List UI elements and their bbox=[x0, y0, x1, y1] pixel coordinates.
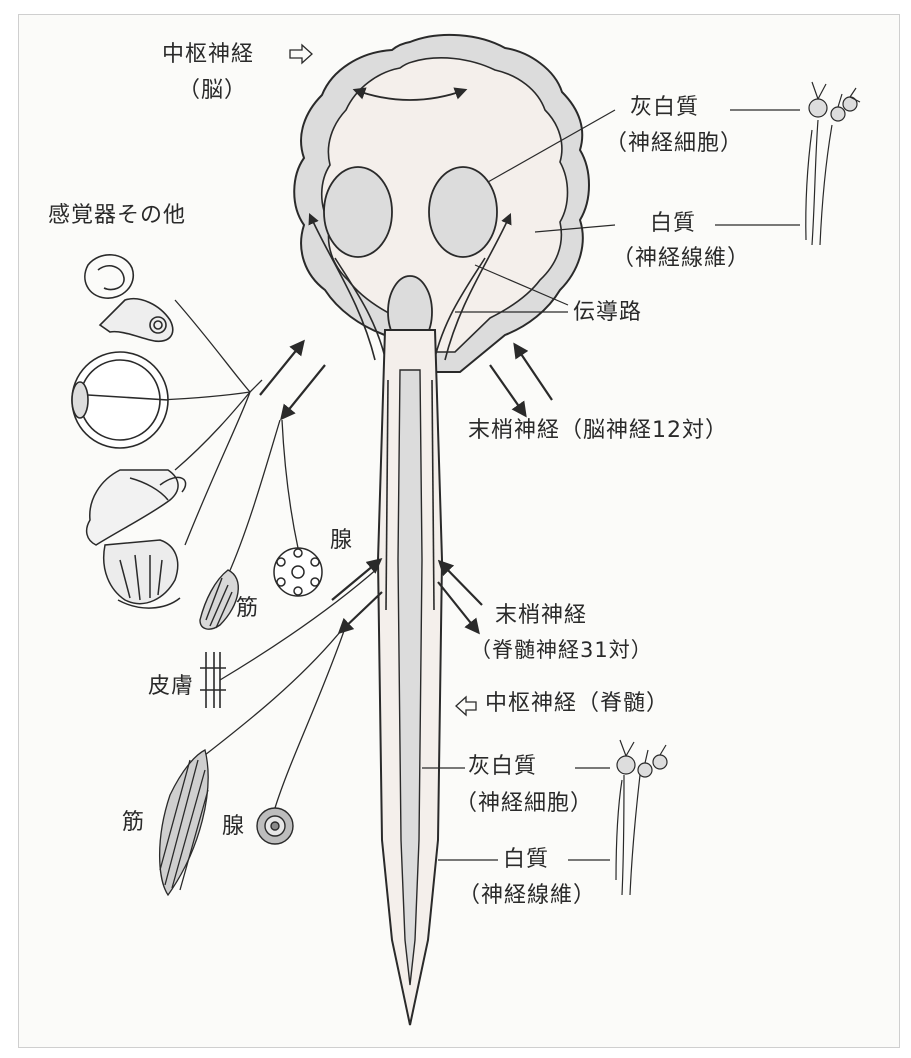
spinal-arrow-out-right bbox=[438, 582, 478, 632]
label-gray-matter-bottom: 灰白質 bbox=[468, 756, 537, 778]
ear-organ bbox=[85, 255, 173, 342]
label-cns-brain: 中枢神経 bbox=[162, 44, 254, 66]
label-white-matter-top: 白質 bbox=[650, 213, 696, 235]
brain-pointer-icon bbox=[290, 45, 312, 63]
spinal-pointer-icon bbox=[456, 697, 476, 715]
spinal-arrow-in-right bbox=[440, 562, 482, 605]
label-muscle-lower: 筋 bbox=[122, 812, 145, 834]
nose-mouth-organ bbox=[87, 470, 186, 608]
label-white-matter-bottom: 白質 bbox=[503, 849, 549, 871]
label-sense-organs: 感覚器その他 bbox=[48, 205, 186, 227]
upper-gland-shape bbox=[274, 548, 322, 596]
spinal-arrow-out-left bbox=[340, 592, 382, 632]
skin-shape bbox=[200, 652, 226, 708]
eye-organ bbox=[72, 352, 168, 448]
sense-nerve-lines bbox=[160, 300, 262, 545]
cranial-arrow-in bbox=[515, 345, 552, 400]
motor-arrow-out bbox=[282, 365, 325, 418]
upper-muscle-shape bbox=[200, 570, 238, 629]
label-pathway: 伝導路 bbox=[573, 302, 642, 324]
label-cns-spinal: 中枢神経（脊髄） bbox=[485, 693, 669, 715]
right-nucleus bbox=[429, 167, 497, 257]
spinal-arrow-in-left bbox=[332, 560, 380, 600]
label-gland-lower: 腺 bbox=[222, 816, 245, 838]
label-pns-spinal: 末梢神経 bbox=[495, 605, 587, 627]
lower-muscle-shape bbox=[160, 750, 208, 895]
left-nucleus bbox=[324, 167, 392, 257]
label-white-matter-bottom-sub: （神経線維） bbox=[458, 885, 596, 907]
label-pns-spinal-sub: （脊髄神経31対） bbox=[470, 640, 653, 661]
label-pns-cranial: 末梢神経（脳神経12対） bbox=[468, 420, 728, 442]
sensory-arrow-in bbox=[260, 342, 303, 395]
label-muscle-upper: 筋 bbox=[236, 598, 259, 620]
neuron-upper bbox=[806, 82, 860, 245]
label-gray-matter-top: 灰白質 bbox=[630, 97, 699, 119]
cranial-arrow-out bbox=[490, 365, 525, 415]
label-skin: 皮膚 bbox=[148, 676, 194, 698]
label-gland-upper: 腺 bbox=[330, 530, 353, 552]
label-cns-brain-sub: （脳） bbox=[178, 80, 247, 102]
lower-gland-shape bbox=[257, 808, 293, 844]
label-gray-matter-bottom-sub: （神経細胞） bbox=[455, 793, 593, 815]
label-gray-matter-top-sub: （神経細胞） bbox=[605, 133, 743, 155]
neuron-lower bbox=[616, 740, 667, 895]
label-white-matter-top-sub: （神経線維） bbox=[612, 248, 750, 270]
